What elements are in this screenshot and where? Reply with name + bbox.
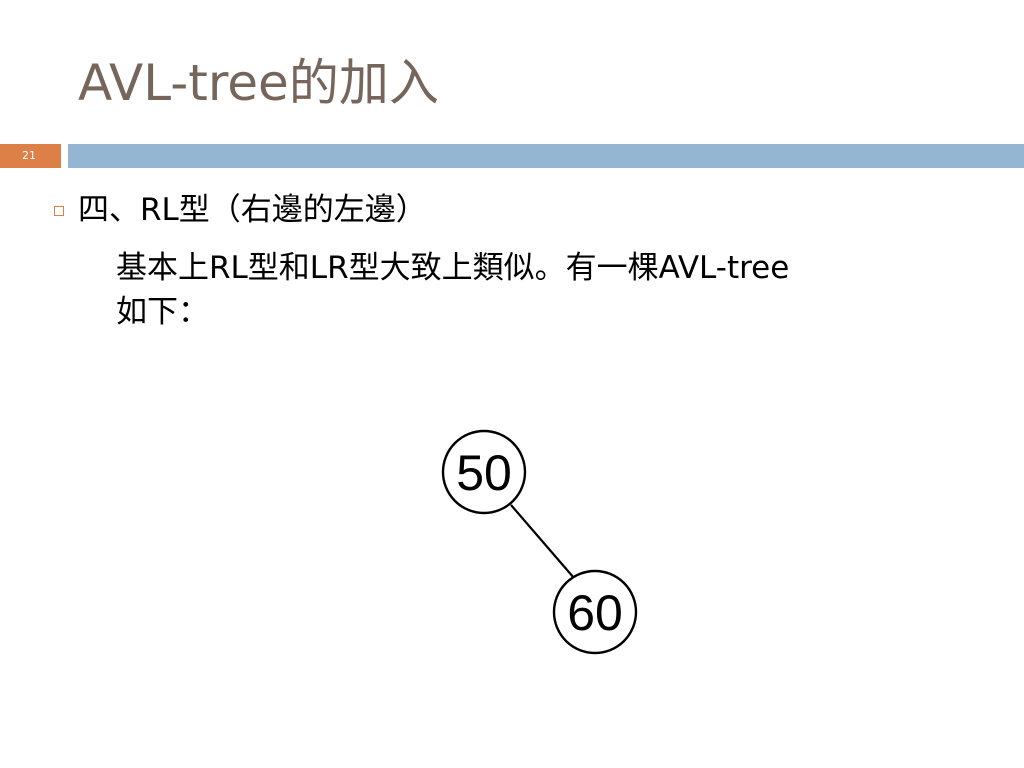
body-line-2: 如下： <box>116 294 209 330</box>
tree-node-60: 60 <box>552 569 638 655</box>
square-bullet-icon <box>54 206 64 216</box>
body-text: 基本上RL型和LR型大致上類似。有一棵AVL-tree 如下： <box>116 246 976 334</box>
title-rule-bar <box>68 144 1024 168</box>
slide-number: 21 <box>0 144 61 168</box>
tree-node-50: 50 <box>441 429 527 515</box>
bullet-text: 四、RL型（右邊的左邊） <box>78 192 427 228</box>
tree-node-label-60: 60 <box>567 585 623 641</box>
body-line-1: 基本上RL型和LR型大致上類似。有一棵AVL-tree <box>116 250 790 286</box>
bullet-item: 四、RL型（右邊的左邊） <box>54 186 427 234</box>
tree-node-label-50: 50 <box>456 445 512 501</box>
tree-edge-50-60 <box>510 504 575 579</box>
slide-title: AVL-tree的加入 <box>78 54 439 112</box>
avl-tree-diagram: 50 60 <box>441 429 638 655</box>
